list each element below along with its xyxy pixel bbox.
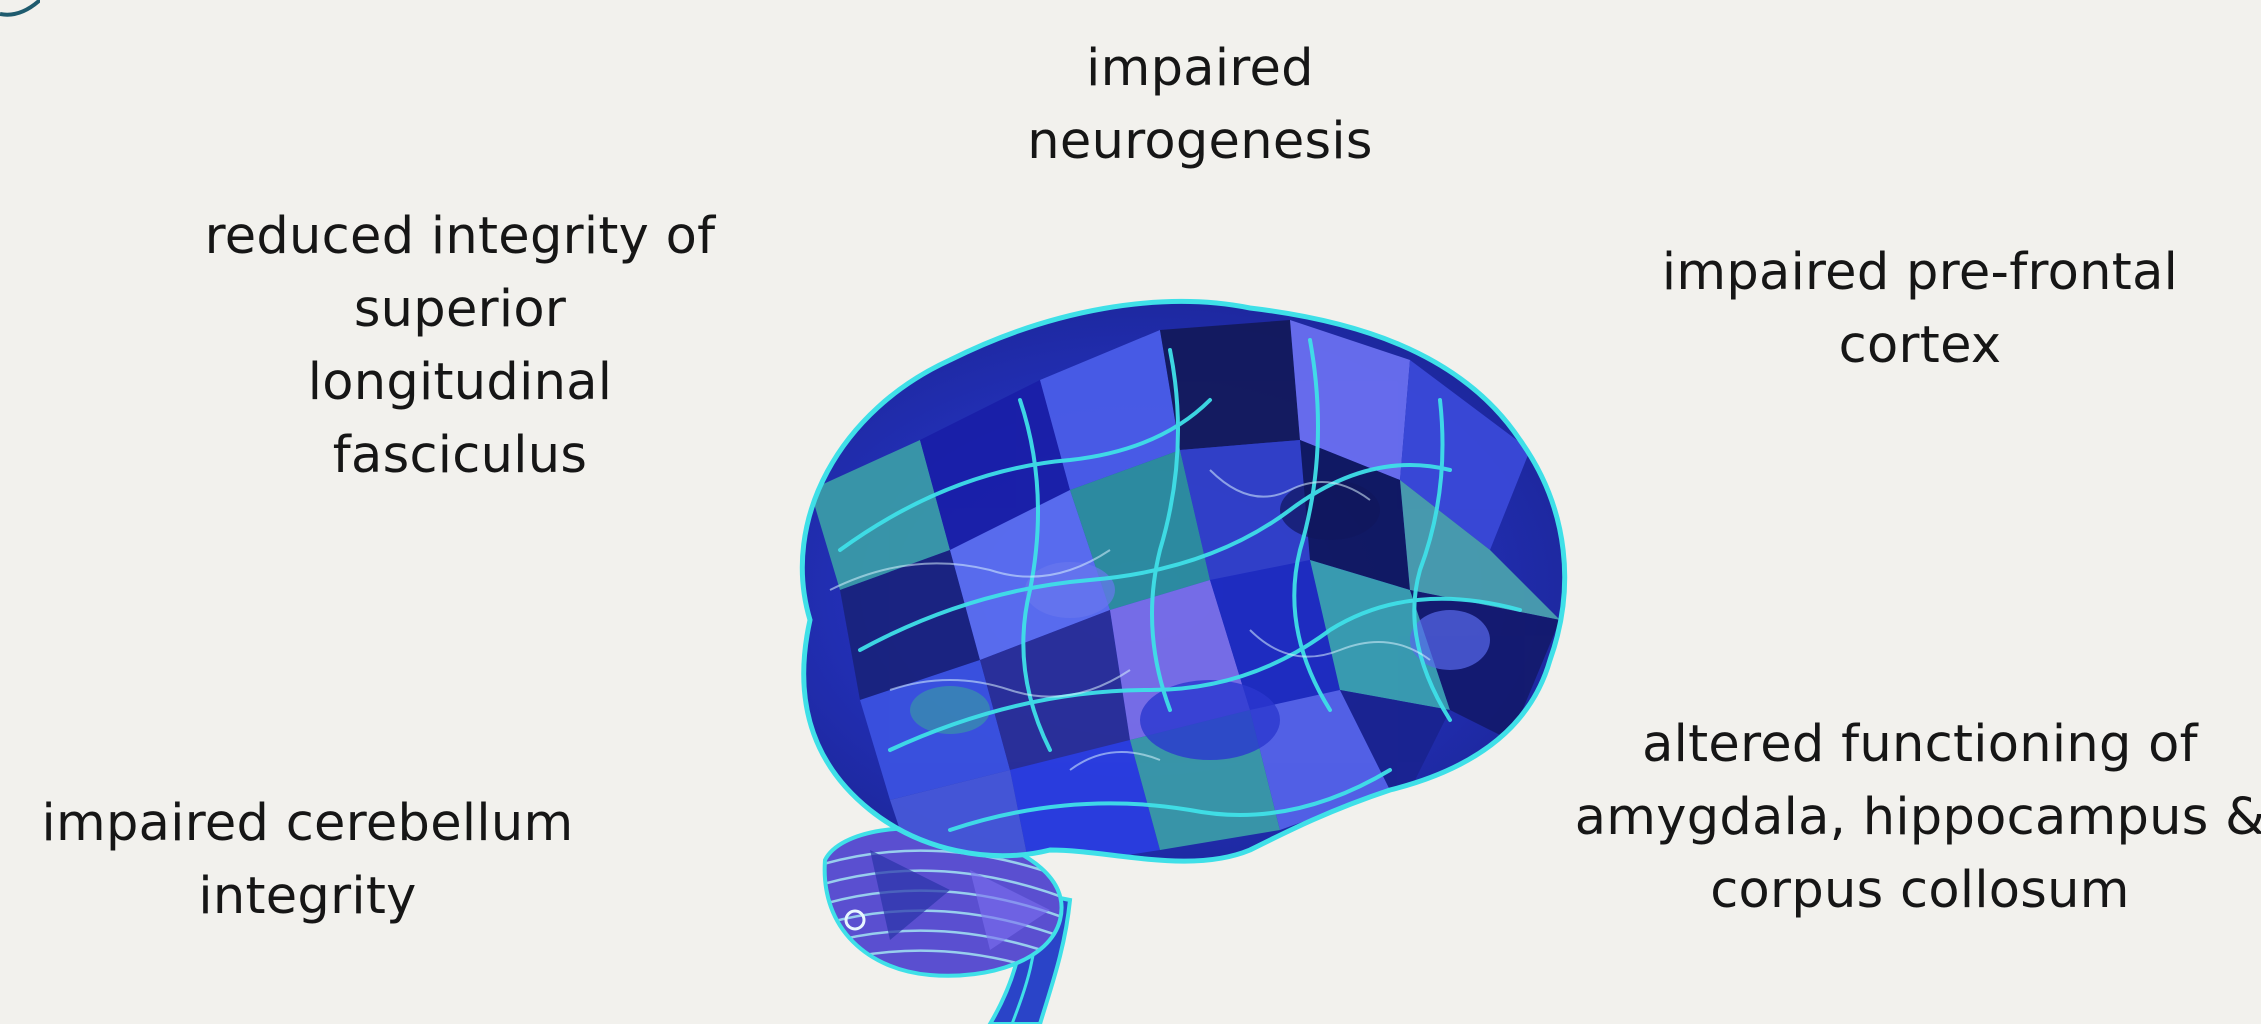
label-line: impaired pre-frontal — [1630, 236, 2210, 309]
corner-swoosh-icon — [0, 0, 40, 20]
brain-illustration — [690, 290, 1590, 1024]
label-line: altered functioning of — [1555, 708, 2261, 781]
label-line: cortex — [1630, 309, 2210, 382]
label-line: reduced integrity of — [180, 200, 740, 273]
label-line: superior — [180, 273, 740, 346]
label-line: integrity — [20, 860, 595, 933]
label-line: neurogenesis — [1000, 105, 1400, 178]
label-cerebellum-integrity: impaired cerebellum integrity — [20, 787, 595, 933]
label-superior-longitudinal-fasciculus: reduced integrity of superior longitudin… — [180, 200, 740, 492]
label-line: impaired cerebellum — [20, 787, 595, 860]
label-line: corpus collosum — [1555, 854, 2261, 927]
brain-icon — [690, 290, 1590, 1024]
label-impaired-neurogenesis: impaired neurogenesis — [1000, 32, 1400, 178]
label-line: fasciculus — [180, 419, 740, 492]
label-line: longitudinal — [180, 346, 740, 419]
label-line: amygdala, hippocampus & — [1555, 781, 2261, 854]
label-amygdala-hippocampus-corpus-callosum: altered functioning of amygdala, hippoca… — [1555, 708, 2261, 927]
label-prefrontal-cortex: impaired pre-frontal cortex — [1630, 236, 2210, 382]
label-line: impaired — [1000, 32, 1400, 105]
